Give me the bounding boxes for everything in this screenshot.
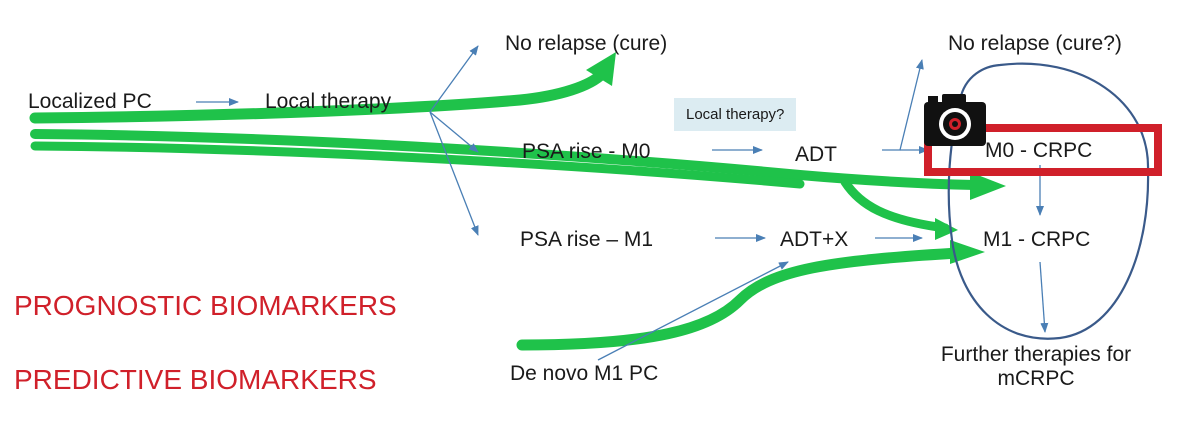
node-m1-crpc: M1 - CRPC [983,228,1091,251]
green-flow-m0-to-m1 [840,177,958,240]
node-adt: ADT [795,143,837,166]
further-therapies-line1: Further therapies for [940,343,1132,366]
further-therapies-line2: mCRPC [997,367,1075,391]
node-psa-rise-m0: PSA rise - M0 [522,140,651,163]
green-flow-de-novo [516,240,985,351]
blue-branch-arrows [429,45,479,236]
heading-prognostic-biomarkers: PROGNOSTIC BIOMARKERS [14,290,397,321]
node-de-novo-m1-pc: De novo M1 PC [510,362,659,385]
blue-flow-arrows [196,59,1049,361]
camera-icon [924,94,986,146]
node-adt-x: ADT+X [780,228,849,251]
heading-predictive-biomarkers: PREDICTIVE BIOMARKERS [14,364,377,395]
node-localized-pc: Localized PC [28,90,152,113]
node-m0-crpc: M0 - CRPC [985,139,1093,162]
green-flow-cure [29,52,616,124]
node-no-relapse-cure: No relapse (cure) [505,32,668,55]
callout-local-therapy: Local therapy? [674,98,797,131]
green-flow-m0 [30,129,1006,200]
node-local-therapy: Local therapy [265,90,392,113]
node-psa-rise-m1: PSA rise – M1 [520,228,654,251]
node-no-relapse-cure-q: No relapse (cure?) [948,32,1122,55]
node-further-therapies: Further therapies for mCRPC [918,343,1154,391]
m0-crpc-highlight-box [924,124,1162,176]
